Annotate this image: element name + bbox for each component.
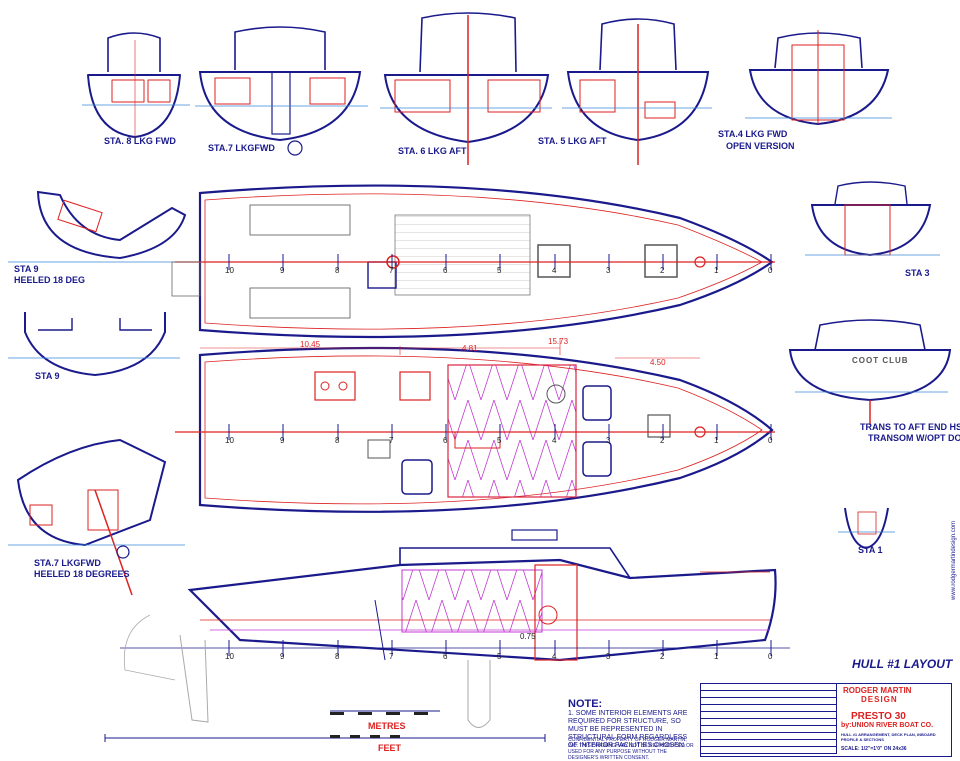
hull-layout-title: HULL #1 LAYOUT [852, 657, 953, 671]
station-label: 1 [714, 652, 719, 661]
station-label: 2 [660, 652, 665, 661]
label-sta9h-b: HEELED 18 DEG [14, 275, 86, 285]
station-label: 8 [335, 652, 340, 661]
label-sta4-a: STA.4 LKG FWD [718, 129, 788, 139]
inboard-profile [120, 529, 790, 728]
label-trans-a: TRANS TO AFT END HSE [860, 422, 960, 432]
station-label: 1 [714, 436, 719, 445]
transom-name: COOT CLUB [852, 356, 909, 365]
deck-station-ticks [228, 254, 772, 270]
station-label: 3 [606, 652, 611, 661]
station-label: 2 [660, 436, 665, 445]
section-sta1 [838, 507, 895, 550]
station-label: 9 [280, 436, 285, 445]
station-label: 9 [280, 266, 285, 275]
station-label: 7 [389, 652, 394, 661]
sheet-title: HULL #1 ARRANGEMENT, DECK PLAN, INBOARD … [841, 732, 936, 742]
section-sta6 [380, 12, 552, 165]
label-sta4-b: OPEN VERSION [726, 141, 795, 151]
section-sta3 [805, 181, 940, 257]
dimension-label: 4.81 [462, 344, 478, 353]
label-sta5: STA. 5 LKG AFT [538, 136, 607, 146]
station-label: 6 [443, 436, 448, 445]
builder-name: by:UNION RIVER BOAT CO. [841, 722, 934, 729]
sheet-scale: SCALE: 1/2"=1'0" ON 24x36 [841, 746, 907, 752]
label-sta9h-a: STA 9 [14, 264, 39, 274]
section-sta5 [562, 18, 712, 165]
station-label: 0 [768, 652, 773, 661]
label-trans-b: TRANSOM W/OPT DOOR [868, 433, 960, 443]
station-label: 5 [497, 436, 502, 445]
station-label: 4 [552, 266, 557, 275]
station-label: 8 [335, 266, 340, 275]
label-sta7h-a: STA.7 LKGFWD [34, 558, 101, 568]
dimension-label: 4.50 [650, 358, 666, 367]
label-sta3: STA 3 [905, 268, 930, 278]
label-sta1: STA 1 [858, 545, 883, 555]
station-label: 3 [606, 436, 611, 445]
boat-name: PRESTO 30 [851, 711, 906, 722]
interior-plan [175, 338, 775, 513]
station-label: 5 [497, 266, 502, 275]
station-label: 8 [335, 436, 340, 445]
label-sta7: STA.7 LKGFWD [208, 143, 275, 153]
edge-text: www.rodgermartindesign.com [951, 521, 957, 601]
section-sta9-heeled [8, 190, 187, 263]
station-label: 7 [389, 266, 394, 275]
scale-feet: FEET [378, 743, 402, 753]
station-label: 4 [552, 436, 557, 445]
note-body: 1. SOME INTERIOR ELEMENTS ARE REQUIRED F… [568, 710, 688, 749]
station-label: 7 [389, 436, 394, 445]
station-label: 1 [714, 266, 719, 275]
label-sta7h-b: HEELED 18 DEGREES [34, 569, 130, 579]
note-copyright: CONFIDENTIAL PROPERTY OF RODGER MARTIN, … [568, 737, 694, 761]
station-label: 2 [660, 266, 665, 275]
firm-subtitle: DESIGN [861, 695, 898, 704]
label-sta9: STA 9 [35, 371, 60, 381]
revision-table [701, 684, 837, 754]
station-label: 10 [225, 266, 234, 275]
profile-station-ticks [228, 640, 772, 656]
scale-metres: METRES [368, 721, 406, 731]
station-label: 9 [280, 652, 285, 661]
station-label: 10 [225, 652, 234, 661]
section-sta7 [195, 26, 368, 156]
label-sta8: STA. 8 LKG FWD [104, 136, 176, 146]
section-sta8 [82, 32, 190, 138]
note-title: NOTE: [568, 698, 603, 710]
station-label: 3 [606, 266, 611, 275]
dimension-label: 10.45 [300, 340, 321, 349]
interior-station-ticks [228, 424, 772, 440]
station-label: 10 [225, 436, 234, 445]
dimension-label: 15.73 [548, 337, 569, 346]
station-label: 5 [497, 652, 502, 661]
section-sta7-heeled [8, 438, 185, 596]
section-sta4 [745, 30, 892, 126]
station-label: 0 [768, 266, 773, 275]
station-label: 4 [552, 652, 557, 661]
station-label: 6 [443, 652, 448, 661]
label-sta6: STA. 6 LKG AFT [398, 146, 467, 156]
section-transom [788, 319, 952, 425]
title-block: RODGER MARTIN DESIGN PRESTO 30 by:UNION … [700, 683, 952, 757]
station-label: 6 [443, 266, 448, 275]
station-label: 0 [768, 436, 773, 445]
dimension-label: 0.75 [520, 632, 536, 641]
section-sta9 [8, 312, 180, 377]
deck-plan [171, 184, 775, 339]
scale-bar [104, 710, 546, 742]
firm-name: RODGER MARTIN [843, 686, 912, 695]
